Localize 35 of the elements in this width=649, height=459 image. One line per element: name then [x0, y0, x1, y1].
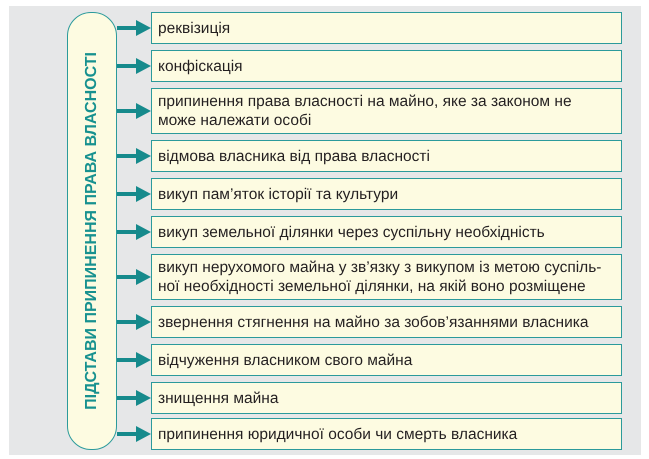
reason-box — [151, 344, 622, 376]
arrow — [117, 352, 151, 368]
arrow — [117, 58, 151, 74]
heading-text: ПІДСТАВИ ПРИПИНЕННЯ ПРАВА ВЛАСНОСТІ — [83, 52, 101, 410]
reason-text: викуп нерухомого майна у зв’язку з викупом із метою суспіль-ної необхідності земельної ділянки, на якій воно розміщене — [158, 258, 602, 296]
reason-box — [151, 254, 622, 300]
heading-box — [67, 12, 117, 450]
reason-text: викуп земельної ділянки через суспільну необхідність — [158, 222, 545, 242]
reason-text: припинення юридичної особи чи смерть власника — [158, 424, 518, 444]
arrow — [117, 314, 151, 330]
arrow — [117, 103, 151, 119]
reason-box — [151, 140, 622, 172]
reason-box — [151, 12, 622, 44]
arrow — [117, 224, 151, 240]
arrow — [117, 269, 151, 285]
arrow — [117, 148, 151, 164]
reason-text: конфіскація — [158, 56, 243, 76]
reason-box — [151, 178, 622, 210]
arrow — [117, 426, 151, 442]
reason-text: відчуження власником свого майна — [158, 350, 412, 370]
reason-box — [151, 306, 622, 338]
arrow — [117, 390, 151, 406]
reason-box — [151, 50, 622, 82]
reason-box — [151, 88, 622, 134]
reason-box — [151, 382, 622, 414]
reason-text: викуп пам’яток історії та культури — [158, 184, 398, 204]
reason-text: припинення права власності на майно, яке за законом не може належати особі — [158, 92, 573, 130]
reason-text: знищення майна — [158, 388, 278, 408]
arrow — [117, 20, 151, 36]
reason-text: відмова власника від права власності — [158, 146, 430, 166]
reason-text: звернення стягнення на майно за зобов’язаннями власника — [158, 312, 588, 332]
reason-box — [151, 418, 622, 450]
reason-text: реквізиція — [158, 18, 230, 38]
reason-box — [151, 216, 622, 248]
arrow — [117, 186, 151, 202]
